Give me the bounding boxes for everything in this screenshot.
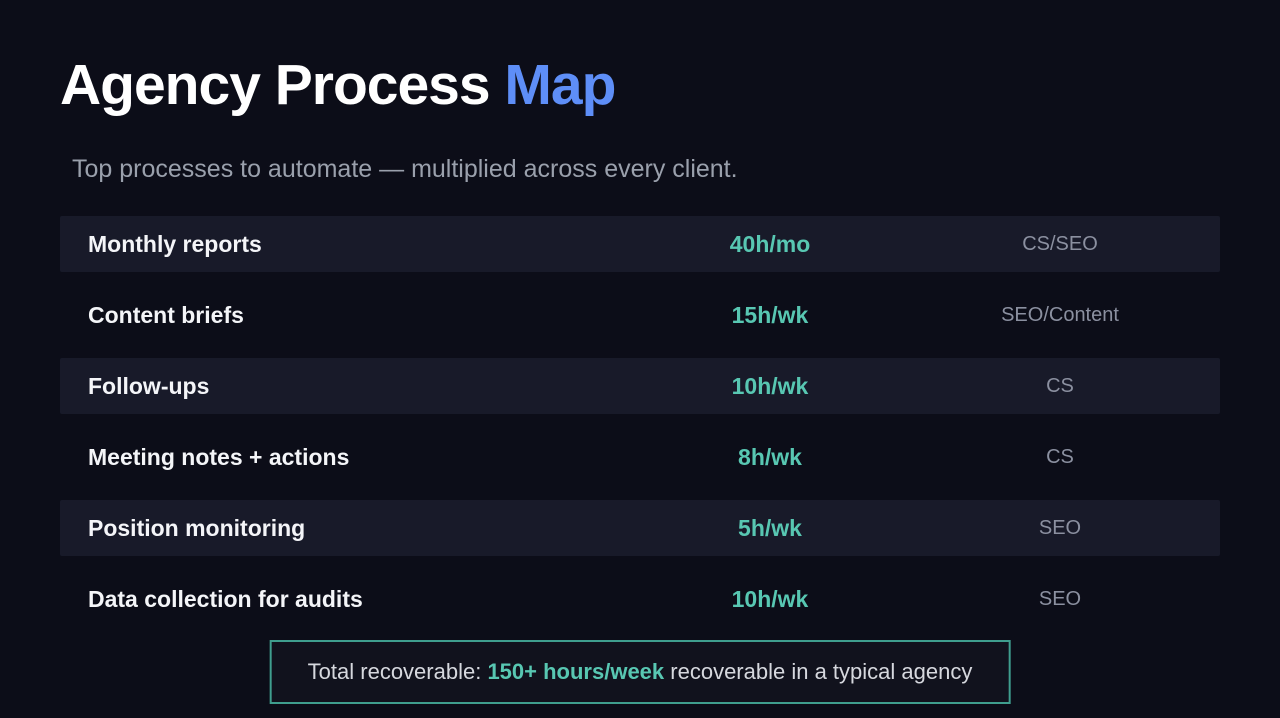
team-label: SEO <box>1038 587 1082 610</box>
page-title: Agency Process Map <box>60 52 616 118</box>
table-row: Content briefs 15h/wk SEO/Content <box>60 287 1220 343</box>
total-prefix: Total recoverable: <box>307 659 488 684</box>
table-row: Meeting notes + actions 8h/wk CS <box>60 429 1220 485</box>
total-suffix: recoverable in a typical agency <box>664 659 973 684</box>
time-value: 40h/mo <box>729 230 811 257</box>
table-row: Monthly reports 40h/mo CS/SEO <box>60 216 1220 272</box>
task-label: Position monitoring <box>88 514 306 541</box>
task-label: Meeting notes + actions <box>88 443 350 470</box>
total-recoverable-box: Total recoverable: 150+ hours/week recov… <box>269 640 1011 704</box>
process-table: Monthly reports 40h/mo CS/SEO Content br… <box>60 216 1220 642</box>
team-label: SEO <box>1038 516 1082 539</box>
team-label: CS <box>1046 374 1074 397</box>
page-title-accent: Map <box>504 53 616 117</box>
task-label: Follow-ups <box>88 372 210 399</box>
table-row: Data collection for audits 10h/wk SEO <box>60 571 1220 627</box>
task-label: Data collection for audits <box>88 585 363 612</box>
time-value: 15h/wk <box>731 301 809 328</box>
total-highlight: 150+ hours/week <box>487 659 665 684</box>
team-label: CS/SEO <box>1022 232 1098 255</box>
time-value: 5h/wk <box>738 514 802 541</box>
time-value: 10h/wk <box>731 372 809 399</box>
team-label: SEO/Content <box>1001 303 1119 326</box>
table-row: Follow-ups 10h/wk CS <box>60 358 1220 414</box>
table-row: Position monitoring 5h/wk SEO <box>60 500 1220 556</box>
page-title-main: Agency Process <box>60 53 505 117</box>
time-value: 8h/wk <box>738 443 802 470</box>
task-label: Monthly reports <box>88 230 262 257</box>
team-label: CS <box>1046 445 1074 468</box>
task-label: Content briefs <box>88 301 244 328</box>
time-value: 10h/wk <box>731 585 809 612</box>
slide-subtitle: Top processes to automate — multiplied a… <box>72 155 738 183</box>
